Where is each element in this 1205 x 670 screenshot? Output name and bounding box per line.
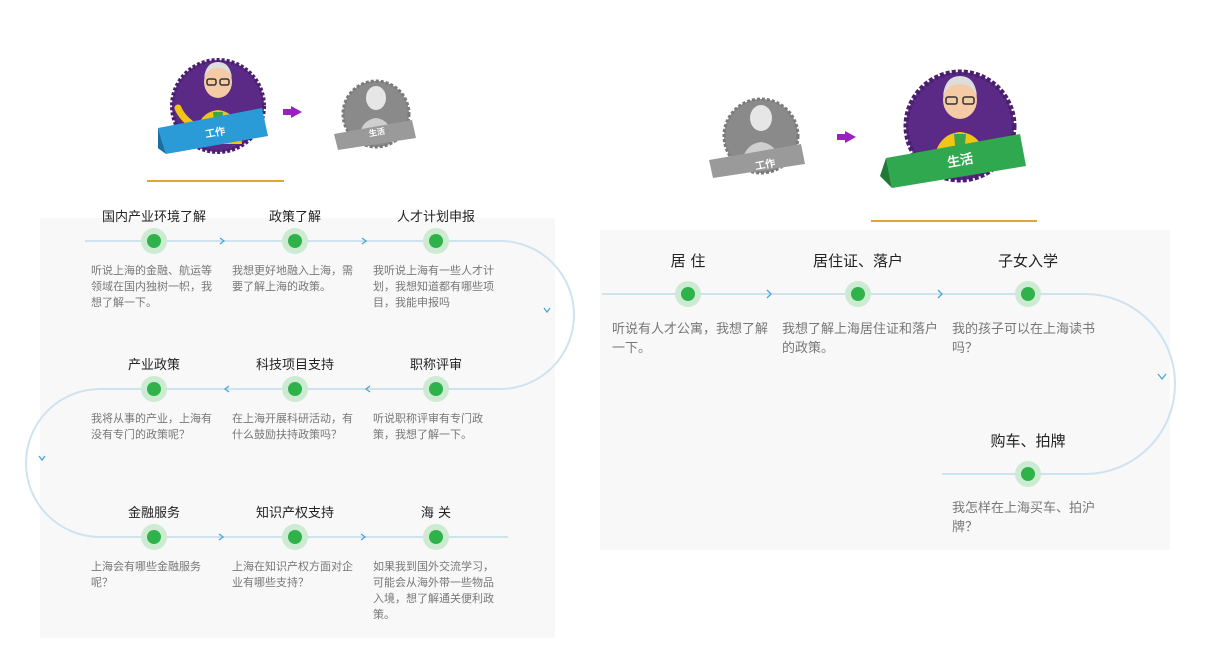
chevron-right-icon [218,533,225,541]
step-title-finance[interactable]: 金融服务 [127,506,180,521]
step-desc: 听说职称评审有专门政策，我想了解一下。 [373,412,483,441]
step-title-customs[interactable]: 海 关 [420,506,452,521]
chevron-down-icon [38,455,46,462]
step-desc: 我的孩子可以在上海读书吗？ [952,322,1096,356]
arrow-right-icon [283,106,302,118]
step-title-car-plate[interactable]: 购车、拍牌 [990,432,1066,450]
step-node[interactable] [141,376,167,402]
step-title-domestic-industry[interactable]: 国内产业环境了解 [101,210,206,225]
step-node[interactable] [1015,281,1041,307]
arrow-right-icon [837,131,856,143]
chevron-right-icon [937,289,943,299]
step-title-industry-policy[interactable]: 产业政策 [127,358,180,373]
active-tab-underline [871,220,1037,222]
step-title-talent-plan[interactable]: 人才计划申报 [396,210,475,225]
step-desc: 我想更好地融入上海，需要了解上海的政策。 [232,264,353,293]
step-node[interactable] [423,228,449,254]
right-flow-track [602,289,1176,475]
step-desc: 我怎样在上海买车、拍沪牌？ [952,501,1096,535]
step-desc: 我将从事的产业，上海有没有专门的政策呢？ [91,412,212,441]
step-title-housing[interactable]: 居 住 [670,252,706,270]
chevron-down-icon [1157,373,1167,381]
step-node[interactable] [282,524,308,550]
step-title-title-review[interactable]: 职称评审 [409,358,462,373]
life-panel: 工作 生活 居 住 听说有人才公寓，我想了解一下。 居住证、落户 我想了解上海居… [575,0,1205,670]
chevron-right-icon [361,237,368,245]
step-title-school-enrollment[interactable]: 子女入学 [997,252,1058,270]
chevron-left-icon [223,385,230,393]
step-desc: 听说有人才公寓，我想了解一下。 [612,322,769,356]
work-panel: 工作 生活 国内产业环境了解 听说上海的金融、航运等领域在国内独树一帜，我想了解… [0,0,575,670]
life-avatar-active [880,69,1026,188]
step-node[interactable] [845,281,871,307]
step-title-tech-support[interactable]: 科技项目支持 [255,358,334,373]
step-desc: 上海会有哪些金融服务呢？ [91,560,201,589]
chevron-right-icon [219,237,226,245]
step-title-policy[interactable]: 政策了解 [268,210,321,225]
chevron-left-icon [364,385,371,393]
step-node[interactable] [423,524,449,550]
step-node[interactable] [1015,461,1041,487]
step-desc: 听说上海的金融、航运等领域在国内独树一帜，我想了解一下。 [91,264,212,309]
step-node[interactable] [282,376,308,402]
chevron-down-icon [543,307,551,314]
step-desc: 上海在知识产权方面对企业有哪些支持？ [232,560,353,589]
step-title-ip-support[interactable]: 知识产权支持 [255,506,334,521]
step-desc: 我想了解上海居住证和落户的政策。 [782,322,939,356]
chevron-right-icon [360,533,367,541]
step-title-residence-permit[interactable]: 居住证、落户 [812,252,903,270]
step-node[interactable] [282,228,308,254]
work-avatar-inactive[interactable] [707,90,811,182]
left-panel-background [40,218,555,638]
step-desc: 我听说上海有一些人才计划，我想知道都有哪些项目，我能申报吗 [373,264,494,309]
work-avatar-active [158,58,268,154]
life-avatar-inactive[interactable] [330,72,422,154]
step-node[interactable] [423,376,449,402]
step-node[interactable] [141,228,167,254]
step-node[interactable] [675,281,701,307]
step-desc: 如果我到国外交流学习，可能会从海外带一些物品入境，想了解通关便利政策。 [373,560,494,621]
step-node[interactable] [141,524,167,550]
active-tab-underline [147,180,284,182]
step-desc: 在上海开展科研活动，有什么鼓励扶持政策吗？ [232,412,353,441]
chevron-right-icon [766,289,772,299]
